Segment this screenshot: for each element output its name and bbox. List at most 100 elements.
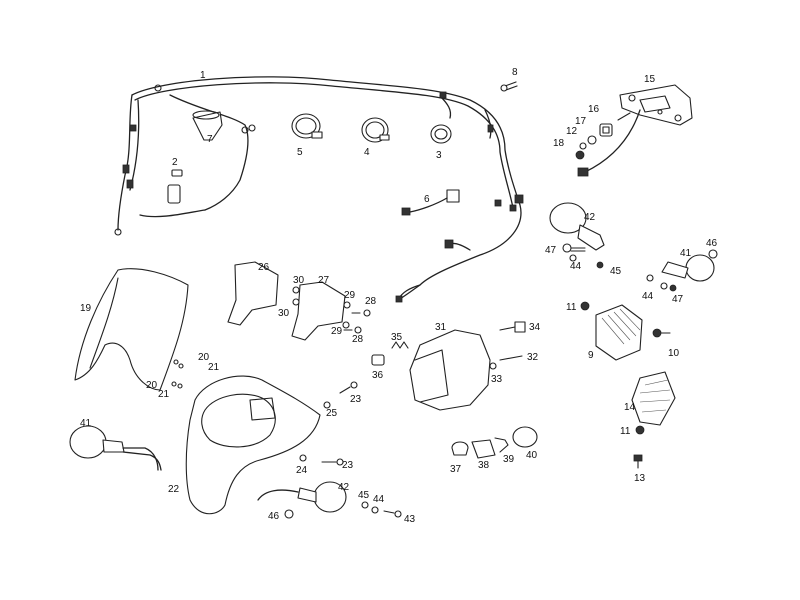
label-23a: 23 bbox=[350, 394, 362, 405]
label-36: 36 bbox=[372, 370, 384, 381]
label-29b: 29 bbox=[331, 326, 343, 337]
washer-24 bbox=[299, 454, 307, 462]
headlight-bracket-left bbox=[227, 261, 279, 326]
screw-23a bbox=[339, 381, 358, 394]
screw-28b bbox=[343, 326, 362, 334]
clamp-medium bbox=[361, 117, 390, 143]
screw-28a bbox=[351, 309, 371, 317]
bulb-socket-16 bbox=[599, 123, 613, 137]
clamp-small bbox=[430, 124, 452, 144]
nut-11-bottom bbox=[635, 425, 645, 435]
label-16: 16 bbox=[588, 104, 600, 115]
label-46b: 46 bbox=[268, 511, 280, 522]
label-4: 4 bbox=[364, 147, 370, 158]
bulb-46 bbox=[708, 249, 718, 259]
label-11a: 11 bbox=[566, 302, 577, 313]
label-20b: 20 bbox=[146, 380, 158, 391]
spring-35 bbox=[391, 341, 409, 349]
label-17: 17 bbox=[575, 116, 587, 127]
tail-light-unit bbox=[577, 84, 693, 177]
nut-18 bbox=[575, 150, 585, 160]
label-19: 19 bbox=[80, 303, 92, 314]
nut-11-top bbox=[580, 301, 590, 311]
label-10: 10 bbox=[668, 348, 680, 359]
screw-32 bbox=[499, 355, 523, 361]
wiring-harness bbox=[114, 76, 524, 303]
label-41b: 41 bbox=[680, 248, 692, 259]
washer-30a bbox=[292, 286, 300, 294]
label-29a: 29 bbox=[344, 290, 356, 301]
turn-signal-rear-left bbox=[661, 254, 715, 282]
label-22: 22 bbox=[168, 484, 180, 495]
label-37: 37 bbox=[450, 464, 462, 475]
label-28a: 28 bbox=[365, 296, 377, 307]
washer-12 bbox=[579, 142, 587, 150]
nut-45-front bbox=[361, 501, 369, 509]
label-30b: 30 bbox=[278, 308, 290, 319]
fuse bbox=[171, 169, 183, 177]
label-35: 35 bbox=[391, 332, 403, 343]
label-44b: 44 bbox=[642, 291, 654, 302]
washer-33 bbox=[489, 362, 497, 370]
label-12: 12 bbox=[566, 126, 578, 137]
washer-44 bbox=[569, 254, 577, 262]
label-18: 18 bbox=[553, 138, 565, 149]
label-15: 15 bbox=[644, 74, 656, 85]
label-7: 7 bbox=[207, 134, 213, 145]
label-24: 24 bbox=[296, 465, 308, 476]
label-5: 5 bbox=[297, 147, 303, 158]
label-39: 39 bbox=[503, 454, 515, 465]
turn-signal-front-right bbox=[257, 481, 347, 513]
label-1: 1 bbox=[200, 70, 206, 81]
headlight bbox=[409, 329, 491, 411]
clip-36 bbox=[371, 354, 385, 366]
label-8: 8 bbox=[512, 67, 518, 78]
label-11b: 11 bbox=[620, 426, 631, 437]
screw-8 bbox=[500, 81, 518, 92]
nut-25 bbox=[323, 401, 331, 409]
label-21a: 21 bbox=[208, 362, 220, 373]
label-27: 27 bbox=[318, 275, 330, 286]
clamp-large bbox=[291, 113, 323, 139]
voltage-regulator bbox=[595, 304, 643, 361]
label-9: 9 bbox=[588, 350, 594, 361]
bulb-46-front bbox=[284, 509, 294, 519]
label-41a: 41 bbox=[80, 418, 92, 429]
part-labels: 1 2 3 4 5 6 7 8 9 10 11 11 12 13 14 15 1… bbox=[80, 67, 718, 525]
label-47b: 47 bbox=[672, 294, 684, 305]
label-45b: 45 bbox=[358, 490, 370, 501]
bolt-10 bbox=[652, 328, 671, 338]
washer-29b bbox=[342, 321, 350, 329]
nut-47b bbox=[669, 284, 677, 292]
windscreen bbox=[74, 268, 189, 391]
washer-44b bbox=[660, 282, 668, 290]
label-38: 38 bbox=[478, 460, 490, 471]
label-23b: 23 bbox=[342, 460, 354, 471]
label-42a: 42 bbox=[584, 212, 596, 223]
adjuster-34 bbox=[499, 321, 526, 333]
label-46a: 46 bbox=[706, 238, 718, 249]
label-6: 6 bbox=[424, 194, 430, 205]
bulb-holder-38 bbox=[471, 439, 496, 459]
bolt-43 bbox=[383, 510, 402, 518]
nut-45 bbox=[596, 261, 604, 269]
washer-44-front bbox=[371, 506, 379, 514]
bolt-47-right bbox=[562, 243, 586, 253]
washer-45b bbox=[646, 274, 654, 282]
turn-signal-front-left bbox=[69, 425, 162, 471]
horn bbox=[631, 371, 676, 426]
front-fairing bbox=[185, 375, 321, 515]
washer-17 bbox=[587, 135, 597, 145]
bulb-37 bbox=[451, 441, 469, 456]
label-34: 34 bbox=[529, 322, 541, 333]
label-13: 13 bbox=[634, 473, 646, 484]
label-43: 43 bbox=[404, 514, 416, 525]
label-40: 40 bbox=[526, 450, 538, 461]
label-45a: 45 bbox=[610, 266, 622, 277]
label-32: 32 bbox=[527, 352, 539, 363]
sensor-6 bbox=[401, 189, 460, 216]
label-47a: 47 bbox=[545, 245, 557, 256]
clip-39 bbox=[494, 437, 509, 453]
label-44c: 44 bbox=[373, 494, 385, 505]
